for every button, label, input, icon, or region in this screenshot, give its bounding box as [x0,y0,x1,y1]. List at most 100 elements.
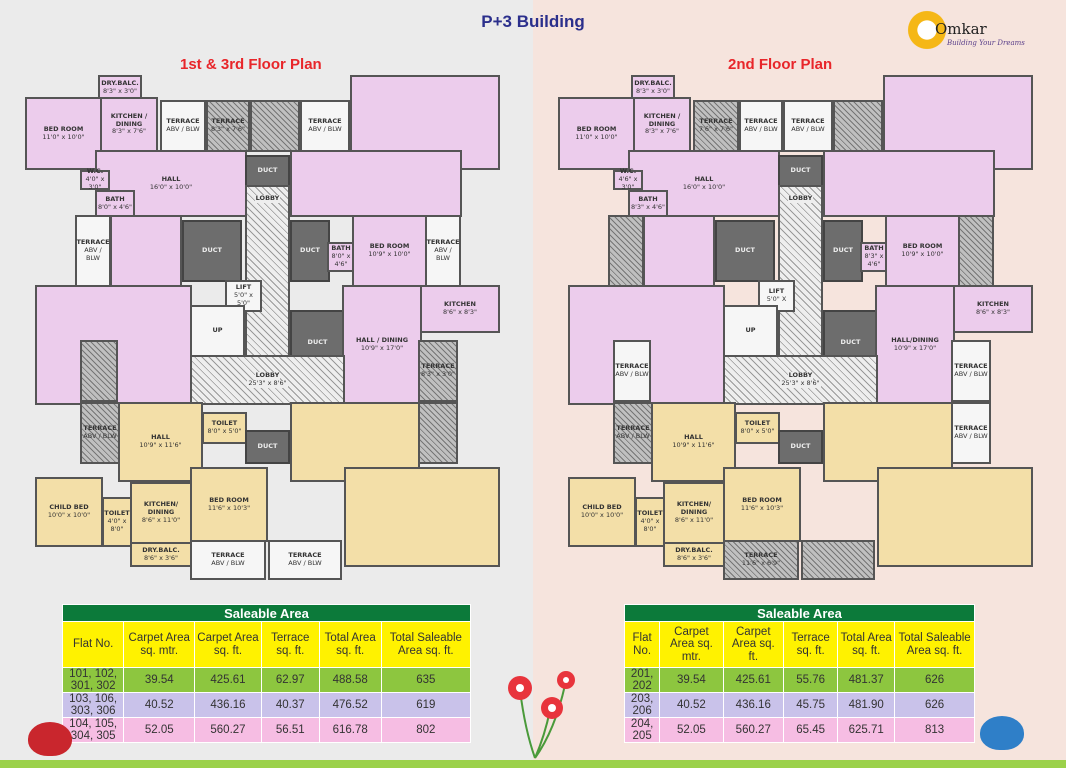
room-name: DRY.BALC. [634,79,672,88]
room-name: DRY.BALC. [142,545,180,554]
room-name: KITCHEN [444,300,476,309]
table-cell: 40.52 [659,692,724,718]
room-name: TERRACE [699,117,733,126]
room-name: BATH [331,244,351,253]
room-name: HALL [151,433,170,442]
room-name: BED ROOM [742,495,782,504]
room-name: BED ROOM [369,242,410,251]
room-name: LOBBY [787,194,814,203]
flower-logo-icon [905,8,949,52]
omkar-logo: Omkar Building Your Dreams [905,6,1035,58]
room-dimensions: ABV / BLW [166,125,200,133]
room-wc1: W.C.4'6" x 3'0" [613,168,643,191]
table-cell: 203, 206 [623,692,661,718]
room-ductL: DUCT [182,220,242,282]
table-cell: 55.76 [782,667,839,693]
room-name: DRY.BALC. [101,79,139,88]
table-cell: 813 [894,717,975,743]
room-name: CHILD BED [49,503,89,512]
room-name: BED ROOM [576,124,617,133]
plan-title-1st-3rd: 1st & 3rd Floor Plan [180,56,322,73]
room-dimensions: ABV / BLW [308,125,342,133]
flowers-icon [508,671,575,759]
room-name: KITCHEN / DINING [643,111,681,128]
table-cell: 101, 102, 301, 302 [61,667,125,693]
room-dimensions: 8'6" x 11'0" [674,515,714,524]
room-dimensions: 7'6" x 7'6" [698,125,734,133]
column-header: Carpet Area sq. ft. [722,621,784,668]
room-name: TERRACE [744,117,778,126]
column-header: Flat No. [61,621,125,668]
table-cell: 436.16 [722,692,784,718]
room-name: TERRACE [308,117,342,126]
room-name: LOBBY [254,371,281,380]
room-dimensions: 8'0" x 4'6" [331,252,351,268]
room-name: TERRACE [791,117,825,126]
room-dimensions: 8'3" x 3'0" [102,87,138,95]
room-dimensions: 10'9" x 17'0" [893,344,937,352]
room-dimensions: 25'3" x 8'6" [780,379,821,388]
room-name: W.C. [86,167,104,176]
table-cell: 45.75 [782,692,839,718]
table-cell: 425.61 [722,667,784,693]
room-stair: UP [190,305,245,357]
column-header: Total Area sq. ft. [318,621,382,668]
table-cell: 488.58 [318,667,382,693]
room-name: TERRACE [211,117,245,126]
room-dimensions: 8'6" x 11'0" [141,515,181,524]
room-ductY: DUCT [778,430,823,464]
room-name: TERRACE [616,424,650,433]
table-cell: 201, 202 [623,667,661,693]
column-header: Terrace sq. ft. [260,621,320,668]
room-ductR: DUCT [290,220,330,282]
room-dimensions: 10'9" x 10'0" [368,250,411,258]
column-header: Total Saleable Area sq. ft. [380,621,472,668]
room-name: TERRACE [954,424,988,433]
table-cell: 62.97 [260,667,320,693]
table-cell: 476.52 [318,692,382,718]
room-name: UP [212,326,223,335]
room-dimensions: 8'0" x 5'0" [740,427,775,435]
table-cell: 616.78 [318,717,382,743]
room-ductY: DUCT [245,430,290,464]
table-cell: 39.54 [123,667,196,693]
room-wc1: W.C.4'0" x 3'0" [80,167,110,191]
room-name: DUCT [833,246,853,255]
page-title: P+3 Building [481,12,585,31]
room-ductR: DUCT [823,220,863,282]
table-cell: 425.61 [194,667,262,693]
room-name: TOILET [211,419,238,428]
room-name: TERRACE [288,551,322,560]
room-name: TERRACE [954,362,988,371]
room-dimensions: 16'0" x 10'0" [682,182,726,191]
room-dimensions: 10'9" x 11'6" [672,441,715,449]
room-dimensions: 8'0" x 4'6" [97,202,133,211]
room-name: DUCT [257,166,278,175]
room-name: TOILET [104,509,130,518]
table-cell: 635 [380,667,472,693]
grass-strip [0,760,1066,768]
column-header: Terrace sq. ft. [782,621,839,668]
